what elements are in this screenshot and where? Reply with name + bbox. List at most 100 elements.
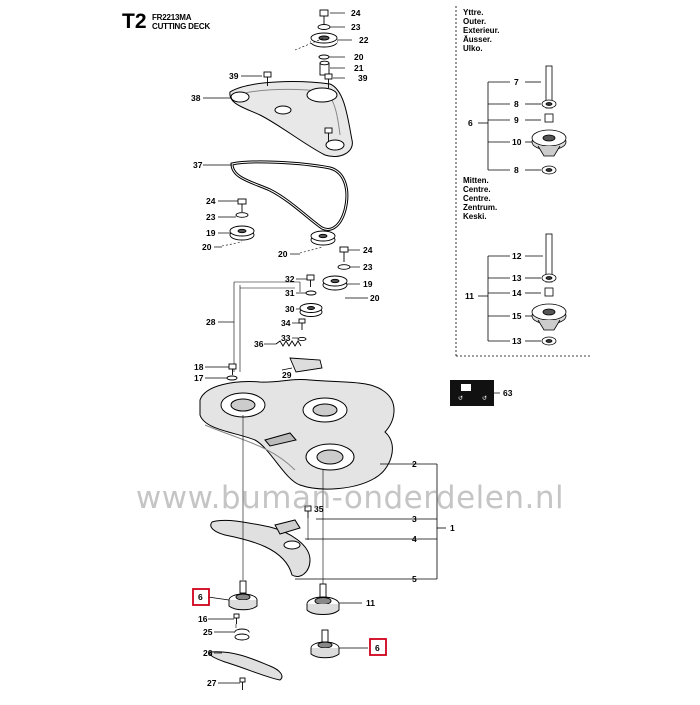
label-24-top: 24	[351, 8, 361, 18]
center-housing-15	[531, 303, 567, 331]
label-2: 2	[412, 459, 417, 469]
legend-center: Mitten. Centre. Centre. Zentrum. Keski.	[463, 176, 497, 221]
label-1: 1	[450, 523, 455, 533]
label-21: 21	[354, 63, 364, 73]
bolt-18	[228, 363, 237, 375]
label-20-mid: 20	[278, 249, 288, 259]
label-29: 29	[282, 370, 292, 380]
bolt-24-right	[339, 246, 349, 262]
label-32: 32	[285, 274, 295, 284]
label-5: 5	[412, 574, 417, 584]
outer-spindle-detail	[478, 81, 541, 171]
screw-39-b	[324, 73, 333, 88]
legend-center-line: Mitten.	[463, 176, 489, 185]
washer-23-right	[337, 264, 351, 270]
label-34: 34	[281, 318, 291, 328]
center-spacer-14	[544, 287, 554, 297]
decal-63: ↺ ↺	[450, 380, 500, 406]
screw-39-a	[263, 71, 272, 86]
label-6-outer: 6	[468, 118, 473, 128]
center-bearing-13-top	[541, 273, 557, 283]
bolt-32	[306, 274, 315, 287]
legend-outer-line: Ulko.	[463, 44, 483, 53]
label-10: 10	[512, 137, 522, 147]
center-spindle-detail	[478, 255, 543, 342]
outer-spacer-9	[544, 113, 554, 123]
spindle-11	[306, 583, 340, 615]
label-30: 30	[285, 304, 295, 314]
spindle-6-left	[228, 580, 258, 611]
legend-outer-line: Exterieur.	[463, 26, 500, 35]
bolt-27	[239, 677, 246, 690]
svg-text:↺: ↺	[482, 395, 487, 402]
legend-center-line: Zentrum.	[463, 203, 498, 212]
label-16: 16	[198, 614, 208, 624]
blade-4	[210, 519, 311, 577]
label-19-right: 19	[363, 279, 373, 289]
legend-outer-line: Äusser.	[463, 35, 492, 44]
pulley-22	[310, 32, 338, 48]
label-13-top: 13	[512, 273, 522, 283]
label-13-bottom: 13	[512, 336, 522, 346]
label-4: 4	[412, 534, 417, 544]
pulley-19-left	[229, 225, 255, 241]
legend-center-line: Centre.	[463, 194, 491, 203]
outer-bearing-8-top	[541, 99, 557, 109]
label-3: 3	[412, 514, 417, 524]
label-22: 22	[359, 35, 369, 45]
washer-33	[297, 336, 307, 342]
highlight-box-6-left	[192, 588, 210, 606]
label-19-left: 19	[206, 228, 216, 238]
legend-center-line: Centre.	[463, 185, 491, 194]
pulley-19-middle-top	[310, 230, 336, 246]
label-7: 7	[514, 77, 519, 87]
blade-26	[209, 651, 283, 681]
pulley-19-right	[322, 275, 348, 291]
label-20-top: 20	[354, 52, 364, 62]
label-38: 38	[191, 93, 201, 103]
bolt-34	[298, 318, 306, 330]
label-35: 35	[314, 504, 324, 514]
label-24-left: 24	[206, 196, 216, 206]
label-31: 31	[285, 288, 295, 298]
watermark-url: www.buman-onderdelen.nl	[135, 480, 565, 516]
label-28: 28	[206, 317, 216, 327]
bolt-16	[233, 613, 240, 624]
bolt-24-top	[319, 9, 329, 26]
washer-23-top	[317, 24, 331, 30]
label-15: 15	[512, 311, 522, 321]
spacer-25	[234, 628, 250, 641]
center-bearing-13-bottom	[541, 336, 557, 346]
idler-bracket-29	[289, 357, 323, 373]
label-20-right: 20	[370, 293, 380, 303]
section-title: CUTTING DECK	[152, 22, 211, 31]
pulley-30	[299, 303, 323, 317]
washer-31	[305, 290, 317, 296]
washer-23-left	[235, 212, 249, 218]
legend-outer: Yttre. Outer. Exterieur. Äusser. Ulko.	[463, 8, 499, 53]
label-6-right: 6	[375, 643, 380, 653]
legend-center-line: Keski.	[463, 212, 487, 221]
label-12: 12	[512, 251, 522, 261]
label-36: 36	[254, 339, 264, 349]
label-8-top: 8	[514, 99, 519, 109]
label-20-left: 20	[202, 242, 212, 252]
washer-17	[226, 375, 238, 381]
label-11: 11	[366, 598, 375, 608]
label-25: 25	[203, 627, 213, 637]
highlight-box-6-right	[369, 638, 387, 656]
label-39-right: 39	[358, 73, 368, 83]
spindle-6-lower	[310, 629, 340, 659]
label-26: 26	[203, 648, 213, 658]
bolt-35	[304, 505, 312, 518]
outer-housing-10	[531, 129, 567, 157]
label-6-left: 6	[198, 592, 203, 602]
bolt-24-left	[237, 198, 247, 212]
label-39-left: 39	[229, 71, 239, 81]
label-17: 17	[194, 373, 204, 383]
idler-arm-38	[229, 81, 353, 157]
label-23-right: 23	[363, 262, 373, 272]
label-37: 37	[193, 160, 203, 170]
